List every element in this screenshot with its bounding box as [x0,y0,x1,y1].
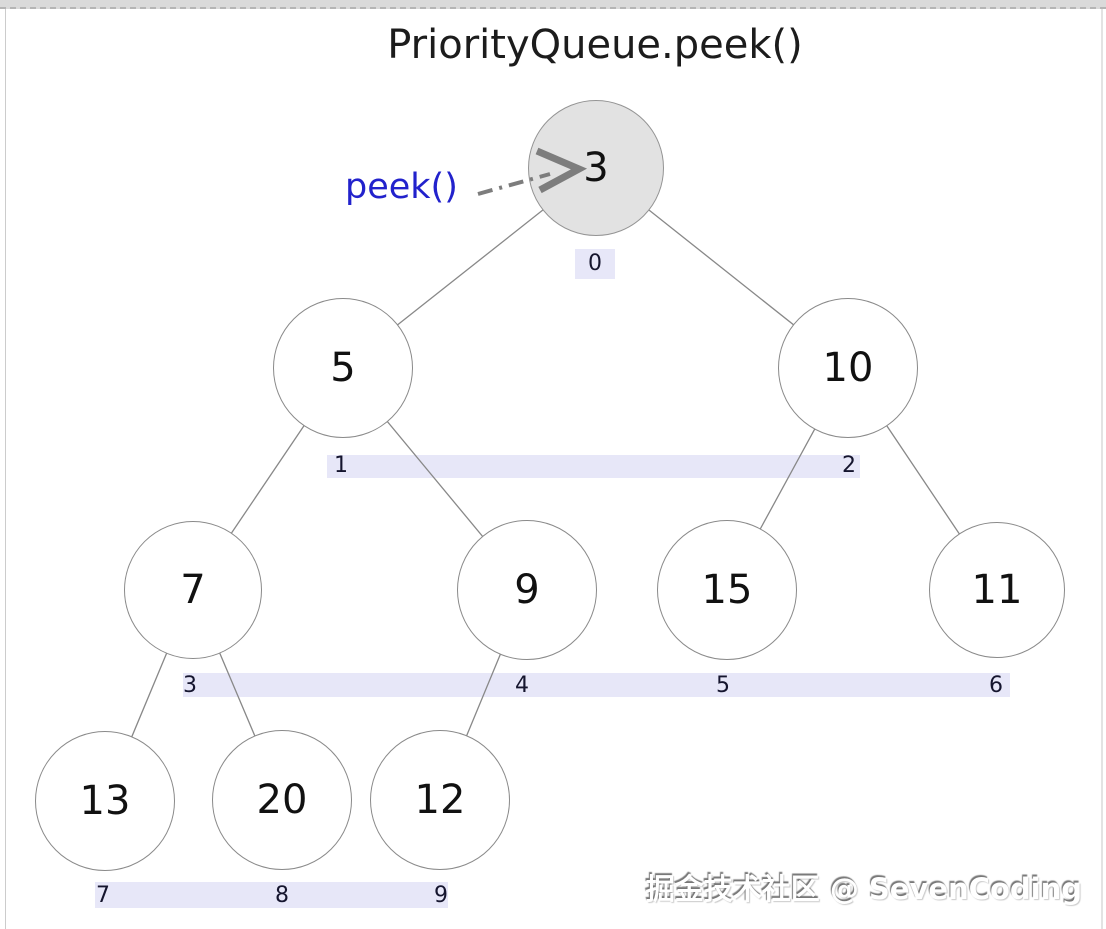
index-label-2: 2 [842,453,856,478]
heap-node-9: 12 [370,730,510,870]
index-label-5: 5 [716,673,730,698]
index-label-6: 6 [989,673,1003,698]
watermark-text: 掘金技术社区 @ SevenCoding [645,872,1082,906]
heap-node-4: 9 [457,520,597,660]
index-label-0: 0 [588,251,602,276]
heap-node-8: 20 [212,730,352,870]
heap-node-5: 15 [657,520,797,660]
peek-annotation-label: peek() [345,167,458,207]
frame-left-border [5,9,6,929]
index-label-1: 1 [334,453,348,478]
index-label-7: 7 [96,883,110,908]
frame-right-border [1101,9,1103,929]
index-bar-level2 [183,673,1010,697]
index-bar-level0 [575,249,615,279]
index-label-4: 4 [515,673,529,698]
index-label-3: 3 [183,673,197,698]
heap-node-2: 10 [778,298,918,438]
peek-arrow-head-icon [535,147,588,194]
heap-node-3: 7 [124,521,262,659]
index-label-9: 9 [434,883,448,908]
heap-node-1: 5 [273,298,413,438]
heap-node-6: 11 [929,522,1065,658]
index-label-8: 8 [275,883,289,908]
peek-arrow-dash-line [477,172,551,196]
heap-node-7: 13 [35,731,175,871]
index-bar-level3 [95,882,448,908]
heap-node-root: 3 [528,100,664,236]
index-bar-level1 [327,455,860,478]
frame-top-bar [0,0,1106,9]
page-title: PriorityQueue.peek() [387,22,803,68]
